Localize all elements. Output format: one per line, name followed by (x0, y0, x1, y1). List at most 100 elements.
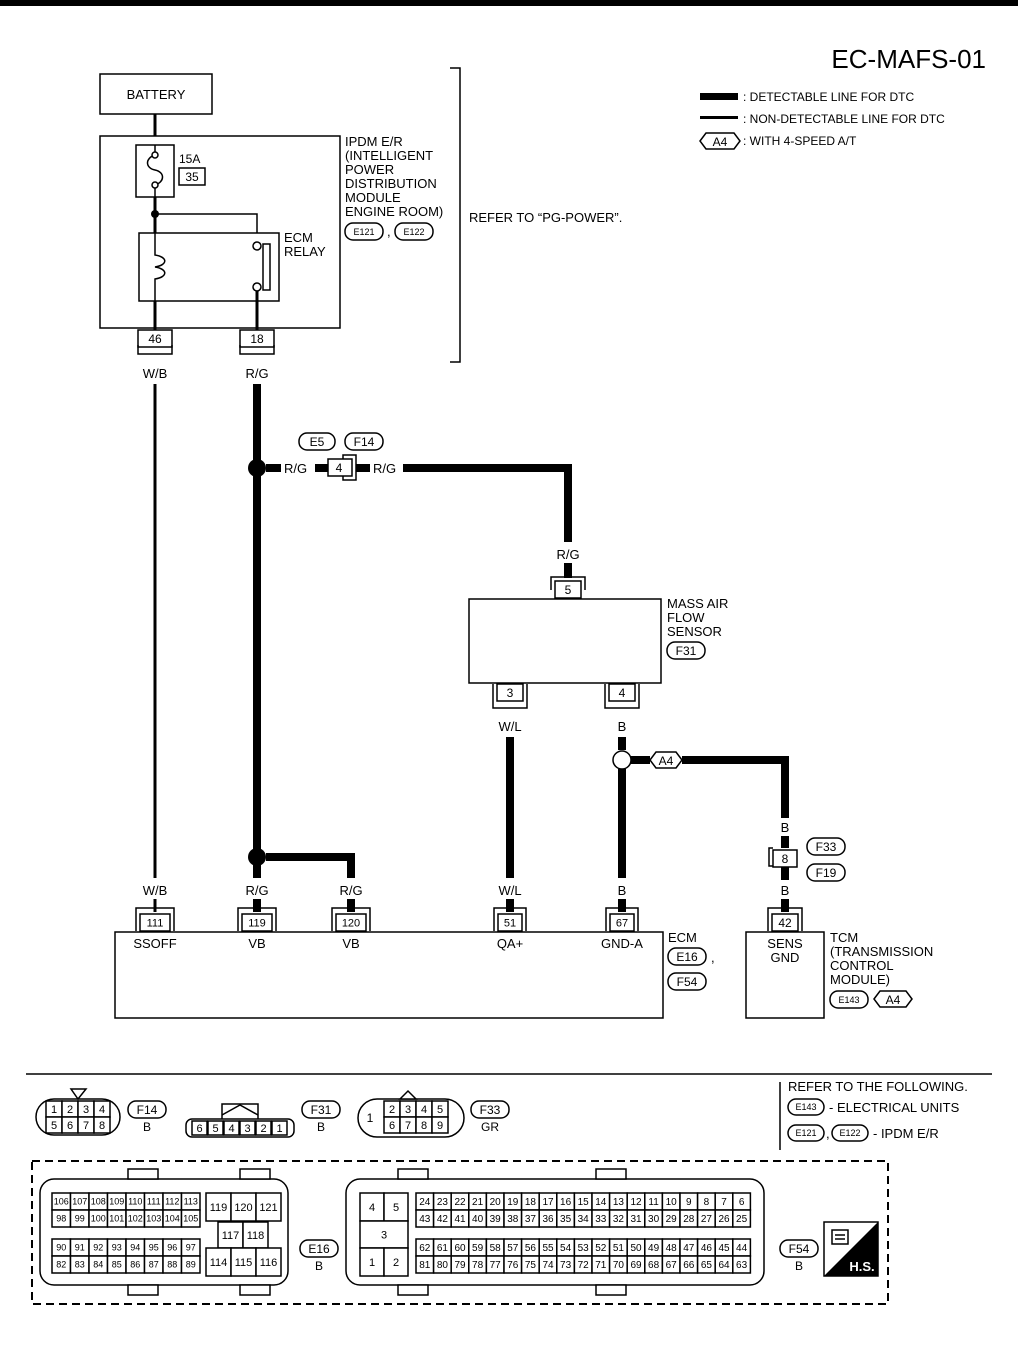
pin-number: 35 (560, 1214, 572, 1225)
pin-number: 1 (369, 1257, 375, 1269)
pin-number: 18 (525, 1197, 537, 1208)
refer-conn-e121 (787, 1124, 825, 1142)
tcm-pin-42: 42 (767, 907, 803, 932)
pin-number: 81 (419, 1260, 431, 1271)
pin-number: 111 (147, 1197, 161, 1207)
pin-number: 5 (393, 1202, 399, 1214)
e16-color: B (315, 1259, 323, 1273)
pin-number: 70 (613, 1260, 625, 1271)
conn-f14-tag (344, 432, 384, 451)
pin-number: 105 (183, 1214, 198, 1224)
pin-number: 21 (472, 1197, 484, 1208)
splice-dot-bottom (248, 848, 266, 866)
pin-number: 6 (196, 1123, 202, 1135)
pin-number: 2 (389, 1104, 395, 1116)
wire-rg-maf (403, 464, 572, 542)
pin-number: 15 (578, 1197, 590, 1208)
pin-number: 109 (109, 1197, 124, 1207)
maf-pin-3: 3 (492, 683, 528, 709)
pin-number: 2 (260, 1123, 266, 1135)
fuse-rating: 15A (179, 152, 200, 166)
pin-number: 32 (613, 1214, 625, 1225)
refer-item-electrical: - ELECTRICAL UNITS (829, 1100, 960, 1115)
pin-number: 100 (91, 1214, 106, 1224)
pin-number: 7 (83, 1120, 89, 1132)
wire-label-rg-joint: R/G (373, 461, 396, 476)
f54-pin (732, 1209, 752, 1228)
pin-number: 59 (472, 1243, 484, 1254)
pin-number: 75 (525, 1260, 537, 1271)
legend-a4-tag: A4 (713, 135, 728, 149)
pin-number: 8 (704, 1197, 710, 1208)
wire-label-wb-top: W/B (143, 366, 168, 381)
e16-pin (205, 1247, 232, 1277)
pin-number: 73 (560, 1260, 572, 1271)
battery-label: BATTERY (127, 87, 186, 102)
e16-pin (180, 1255, 201, 1274)
svg-text:MODULE: MODULE (345, 190, 401, 205)
ecm-box (114, 931, 664, 1019)
svg-text:CONTROL: CONTROL (830, 958, 894, 973)
pin-number: 106 (54, 1197, 69, 1207)
svg-text:F33: F33 (816, 840, 837, 854)
pin-number: 50 (630, 1243, 642, 1254)
pin-number: 7 (405, 1120, 411, 1132)
pin-number: 24 (419, 1197, 431, 1208)
svg-text:F14: F14 (354, 435, 375, 449)
pin-number: 69 (630, 1260, 642, 1271)
pin-number: 113 (184, 1197, 198, 1207)
ecm-pin-bracket (135, 907, 175, 931)
ipdm-label: IPDM E/R (INTELLIGENT POWER DISTRIBUTION… (345, 134, 443, 219)
fuse-number-box (178, 167, 206, 186)
pin-number: 51 (504, 917, 516, 929)
ecm-pin-name: VB (342, 936, 359, 951)
ecm-pin-120 (335, 913, 367, 932)
pin-number: 67 (616, 917, 628, 929)
svg-text:MODULE): MODULE) (830, 972, 890, 987)
pin-number: 4 (421, 1104, 427, 1116)
svg-text:F33: F33 (480, 1103, 501, 1117)
ecm-conn-e16 (667, 947, 707, 966)
pin-number: 49 (648, 1243, 660, 1254)
pin-number: 5 (51, 1120, 57, 1132)
svg-text:DISTRIBUTION: DISTRIBUTION (345, 176, 437, 191)
tcm-box (745, 931, 825, 1019)
pin-number: 95 (149, 1243, 159, 1253)
f54-pin (359, 1247, 385, 1277)
conn-f19-tag (806, 863, 846, 882)
pin-number: 20 (490, 1197, 502, 1208)
ecm-pin-111 (139, 913, 171, 932)
pin-number: 119 (248, 917, 266, 929)
svg-text:E143: E143 (795, 1102, 816, 1112)
e16-pin (255, 1192, 282, 1222)
wire-label-b-tcm-bottom: B (781, 883, 790, 898)
pin-number: 3 (405, 1104, 411, 1116)
pin-number: 60 (454, 1243, 466, 1254)
pin-number: 90 (56, 1243, 66, 1253)
pin-number: 78 (472, 1260, 484, 1271)
svg-text:F31: F31 (311, 1103, 332, 1117)
pin-number: 99 (75, 1214, 85, 1224)
maf-pin-4: 4 (604, 683, 640, 709)
ecm-pin-51 (497, 913, 523, 932)
ecm-label: ECM (668, 930, 697, 945)
e16-pin (180, 1209, 201, 1228)
pin-number: 1 (276, 1123, 282, 1135)
f31-pin (239, 1120, 256, 1136)
pin-number: 8 (99, 1120, 105, 1132)
ipdm-bracket (450, 67, 461, 363)
wire-label-rg-maf: R/G (556, 547, 579, 562)
pin-number: 13 (613, 1197, 625, 1208)
pin-number: 103 (146, 1214, 161, 1224)
f54-pin (732, 1255, 752, 1274)
pin-number: 46 (701, 1243, 713, 1254)
pin-number: 6 (739, 1197, 745, 1208)
pin-number: 107 (72, 1197, 87, 1207)
pin-number: 114 (210, 1257, 228, 1269)
ecm-pin-name: SSOFF (133, 936, 176, 951)
pin-number: 30 (648, 1214, 660, 1225)
pin-number: 77 (490, 1260, 502, 1271)
f31-pin (255, 1120, 272, 1136)
